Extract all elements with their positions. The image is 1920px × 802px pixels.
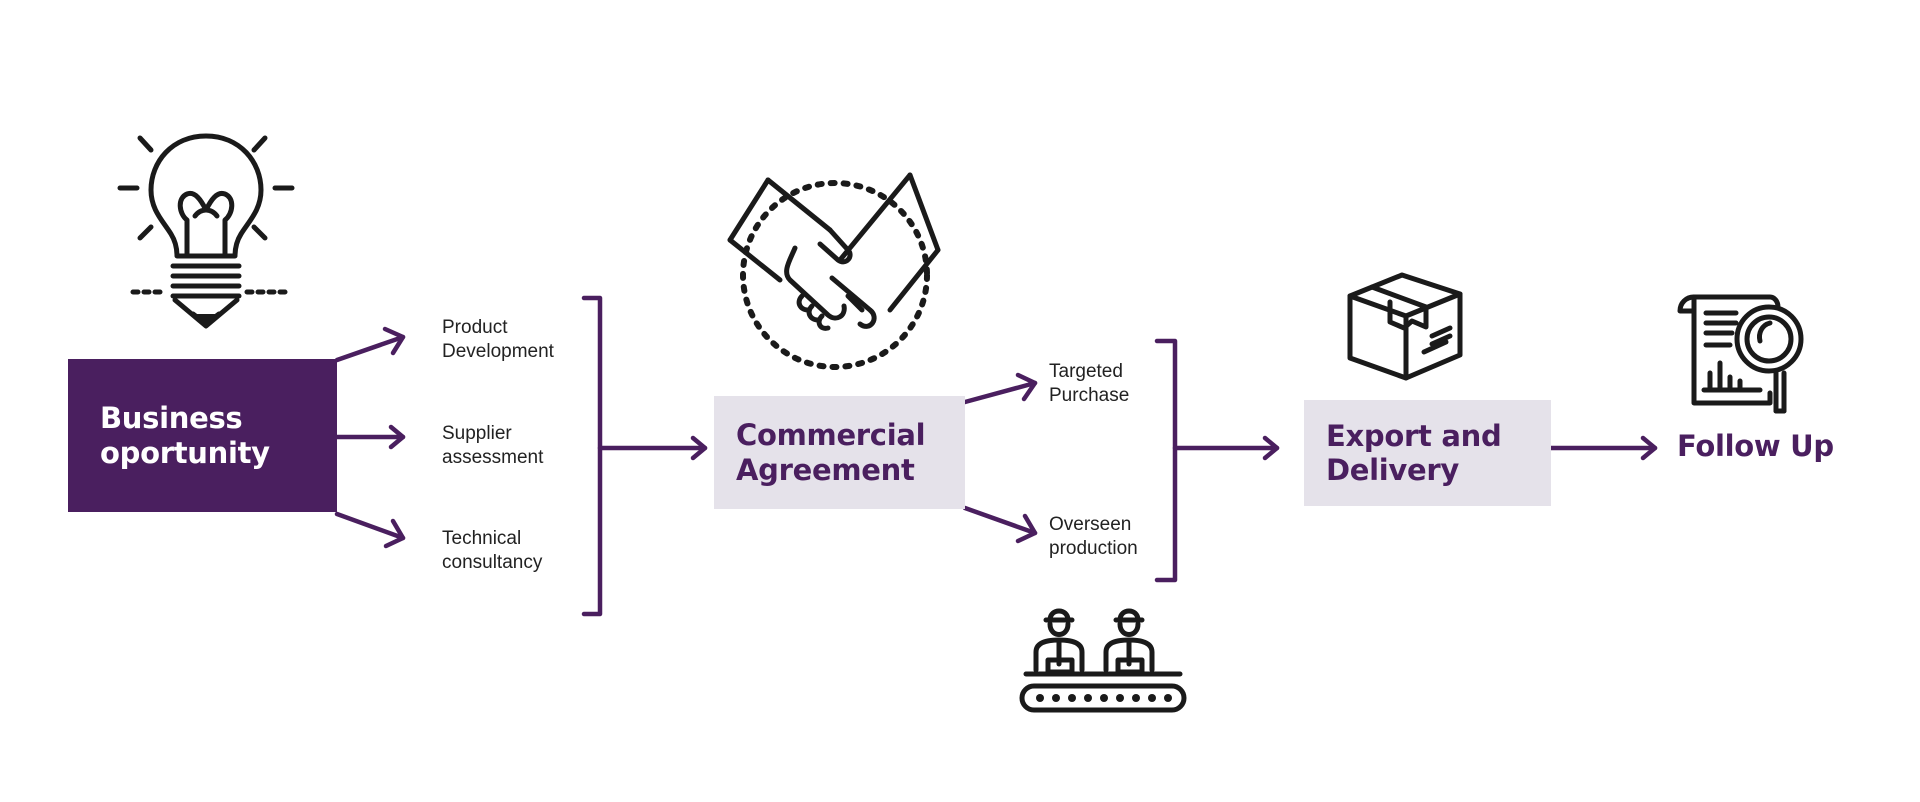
arrow-to-export-delivery	[1172, 435, 1280, 461]
step-supplier-assessment: Supplier assessment	[442, 423, 544, 468]
follow-up-label: Follow Up	[1677, 428, 1834, 463]
arrow-to-supplier-assessment	[334, 424, 406, 450]
step-overseen-production: Overseen production	[1049, 514, 1138, 559]
bracket-business-steps	[581, 295, 603, 617]
arrow-to-product-development	[334, 326, 406, 363]
factory-workers-icon	[1018, 596, 1188, 714]
handshake-icon	[720, 160, 950, 375]
arrow-to-commercial-agreement	[597, 435, 708, 461]
arrow-to-follow-up	[1548, 435, 1658, 461]
step-targeted-purchase: Targeted Purchase	[1049, 361, 1130, 406]
export-delivery-box: Export and Delivery	[1304, 400, 1551, 506]
arrow-to-technical-consultancy	[334, 511, 406, 549]
bracket-commercial-steps	[1154, 338, 1178, 583]
document-magnifier-icon	[1674, 293, 1812, 418]
business-opportunity-box: Business oportunity	[68, 359, 337, 512]
arrow-to-overseen-production	[962, 505, 1038, 544]
export-delivery-label: Export and Delivery	[1326, 418, 1502, 487]
commercial-agreement-label: Commercial Agreement	[736, 418, 926, 487]
lightbulb-icon	[115, 128, 295, 333]
step-product-development: Product Development	[442, 317, 554, 362]
package-box-icon	[1346, 270, 1464, 382]
step-technical-consultancy: Technical consultancy	[442, 528, 543, 573]
arrow-to-targeted-purchase	[962, 372, 1038, 405]
commercial-agreement-box: Commercial Agreement	[714, 396, 965, 509]
business-opportunity-label: Business oportunity	[100, 401, 270, 470]
